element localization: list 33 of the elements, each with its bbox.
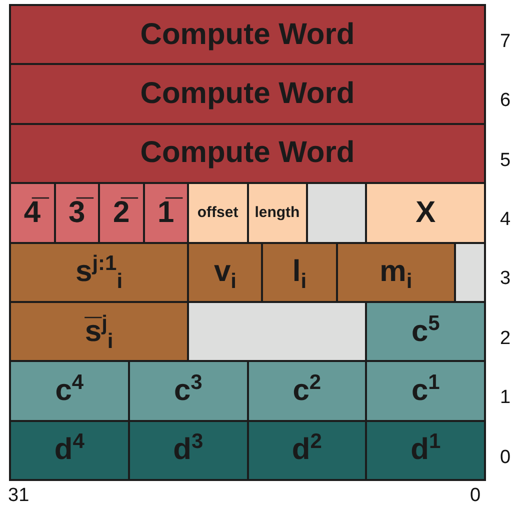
bit-field: c$^{5}$ — [365, 301, 486, 362]
bit-field: d$^{1}$ — [365, 420, 486, 482]
bit-field: 3̅ — [54, 182, 100, 244]
word-index: 7 — [500, 30, 511, 53]
bit-field: c$^{4}$ — [9, 360, 130, 422]
word-index: 3 — [500, 268, 511, 290]
word-index: 6 — [500, 90, 511, 112]
bit-field: Compute Word — [9, 4, 486, 66]
bit-field: c$^{1}$ — [365, 360, 486, 422]
bit-field: m$_{i}$ — [336, 242, 456, 303]
bit-field: l$_{i}$ — [261, 242, 338, 303]
bit-field: length — [246, 182, 308, 244]
bit-field: offset — [187, 182, 248, 244]
bit-field: 4̅ — [9, 182, 56, 244]
word-index: 1 — [500, 387, 511, 410]
empty-field-block — [454, 242, 486, 303]
bit-field: d$^{4}$ — [9, 420, 130, 482]
bit-number: 0 — [470, 485, 481, 507]
word-index: 0 — [500, 446, 511, 468]
bit-field: Compute Word — [9, 63, 486, 125]
bit-field: d$^{2}$ — [246, 420, 368, 482]
word-index: 2 — [500, 328, 511, 350]
word-index: 4 — [500, 208, 511, 231]
bit-field: d$^{3}$ — [128, 420, 248, 482]
bit-field: 2̅ — [98, 182, 145, 244]
bit-number: 31 — [8, 485, 30, 507]
bit-field: Compute Word — [9, 122, 486, 184]
bit-field: 1̅ — [142, 182, 190, 244]
bit-field: c$^{2}$ — [246, 360, 368, 422]
bit-field: v$_{i}$ — [187, 242, 264, 303]
bit-field: c$^{3}$ — [128, 360, 248, 422]
bit-field: X — [365, 182, 486, 244]
word-index: 5 — [500, 150, 511, 172]
